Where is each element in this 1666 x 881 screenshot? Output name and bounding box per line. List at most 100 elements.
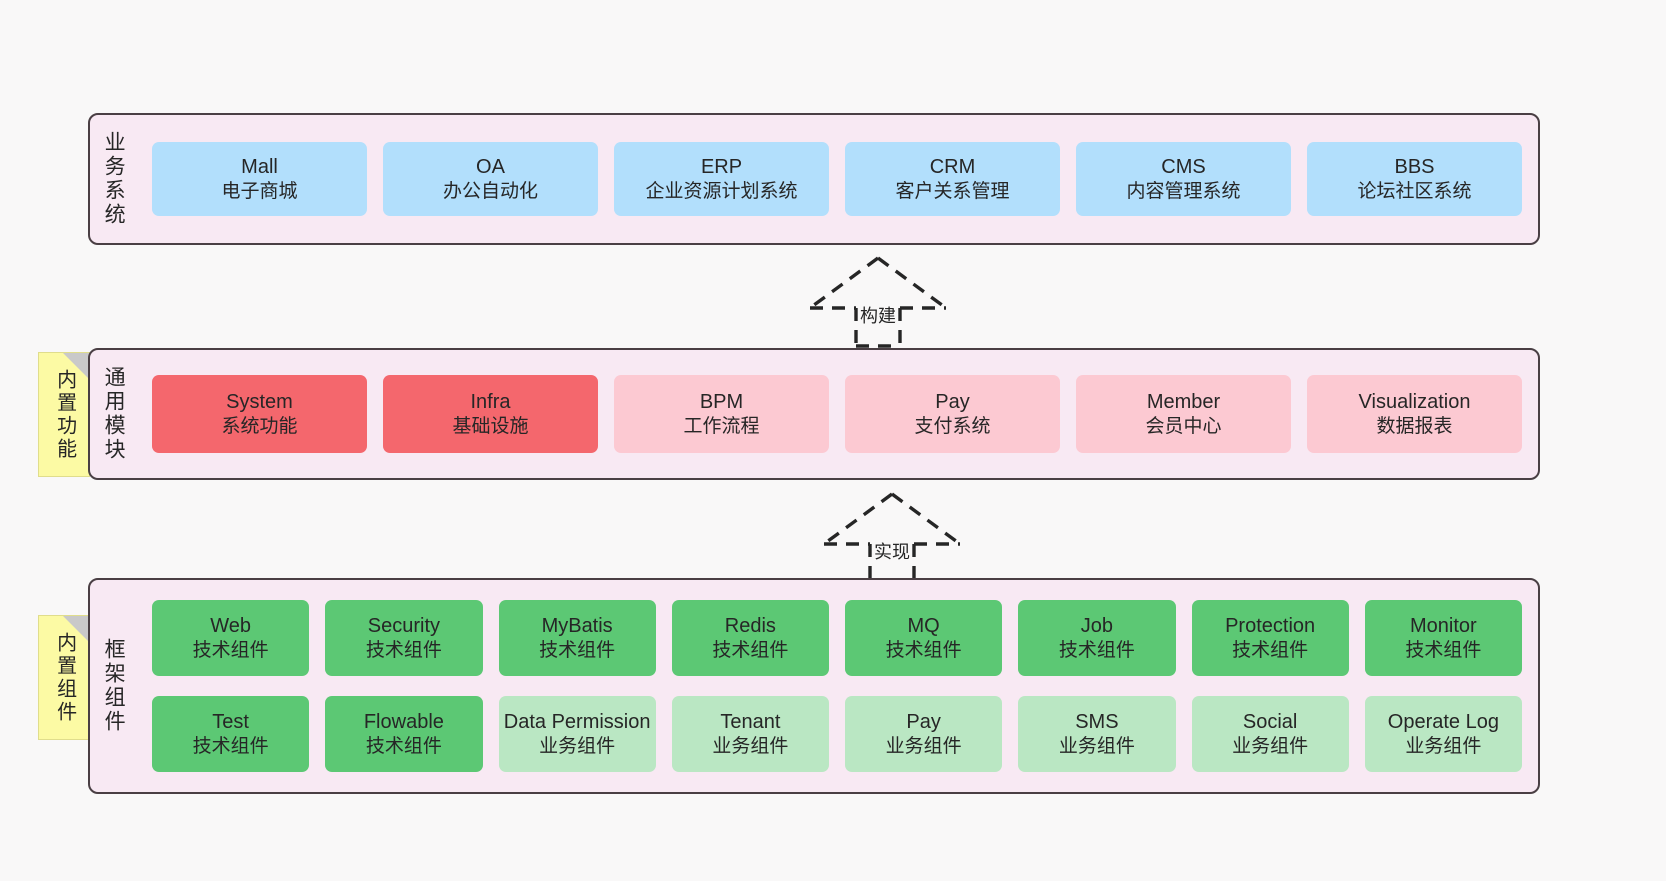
component-box-redis[interactable]: Redis 技术组件 xyxy=(671,600,829,676)
sticky-note-label: 内置功能 xyxy=(53,368,76,461)
component-desc: 技术组件 xyxy=(365,735,442,757)
module-box-visualization[interactable]: Visualization 数据报表 xyxy=(1307,375,1522,453)
component-name: Redis xyxy=(724,615,776,638)
component-name: Web xyxy=(210,615,251,638)
layer-framework-body: Web 技术组件 Security 技术组件 MyBatis 技术组件 Redi… xyxy=(136,580,1538,792)
module-box-bbs[interactable]: BBS 论坛社区系统 xyxy=(1307,142,1522,216)
business-box-row: Mall 电子商城 OA 办公自动化 ERP 企业资源计划系统 CRM 客户关系… xyxy=(152,142,1522,216)
framework-tech-row: Web 技术组件 Security 技术组件 MyBatis 技术组件 Redi… xyxy=(152,600,1522,676)
module-box-oa[interactable]: OA 办公自动化 xyxy=(383,142,598,216)
module-box-erp[interactable]: ERP 企业资源计划系统 xyxy=(614,142,829,216)
module-desc: 电子商城 xyxy=(221,180,298,202)
layer-business-body: Mall 电子商城 OA 办公自动化 ERP 企业资源计划系统 CRM 客户关系… xyxy=(136,115,1538,243)
component-desc: 技术组件 xyxy=(1232,639,1309,661)
module-desc: 内容管理系统 xyxy=(1126,180,1241,202)
sticky-note-builtin-features: 内置功能 xyxy=(38,352,90,477)
module-desc: 客户关系管理 xyxy=(895,180,1010,202)
connector-implement-arrow: 实现 xyxy=(802,488,982,584)
component-box-social[interactable]: Social 业务组件 xyxy=(1191,696,1349,772)
module-name: Infra xyxy=(470,391,511,414)
module-desc: 企业资源计划系统 xyxy=(645,180,798,202)
component-desc: 技术组件 xyxy=(192,639,269,661)
component-name: Monitor xyxy=(1410,615,1477,638)
module-box-system[interactable]: System 系统功能 xyxy=(152,375,367,453)
module-name: BPM xyxy=(699,391,744,414)
component-name: Social xyxy=(1242,711,1298,734)
layer-modules-body: System 系统功能 Infra 基础设施 BPM 工作流程 Pay 支付系统… xyxy=(136,350,1538,478)
sticky-note-label: 内置组件 xyxy=(53,631,76,724)
layer-common-modules: 通用模块 System 系统功能 Infra 基础设施 BPM 工作流程 Pay… xyxy=(88,348,1540,480)
component-box-flowable[interactable]: Flowable 技术组件 xyxy=(325,696,483,772)
generalization-arrow-icon xyxy=(822,492,962,584)
component-box-web[interactable]: Web 技术组件 xyxy=(152,600,310,676)
component-desc: 业务组件 xyxy=(1058,735,1135,757)
component-name: Data Permission xyxy=(503,711,651,734)
component-desc: 技术组件 xyxy=(712,639,789,661)
component-desc: 业务组件 xyxy=(539,735,616,757)
component-box-pay[interactable]: Pay 业务组件 xyxy=(845,696,1003,772)
component-desc: 技术组件 xyxy=(365,639,442,661)
module-box-infra[interactable]: Infra 基础设施 xyxy=(383,375,598,453)
component-name: Test xyxy=(212,711,249,734)
component-box-sms[interactable]: SMS 业务组件 xyxy=(1018,696,1176,772)
component-desc: 业务组件 xyxy=(885,735,962,757)
component-desc: 技术组件 xyxy=(1405,639,1482,661)
module-desc: 基础设施 xyxy=(452,415,529,437)
component-box-protection[interactable]: Protection 技术组件 xyxy=(1191,600,1349,676)
module-box-crm[interactable]: CRM 客户关系管理 xyxy=(845,142,1060,216)
module-name: Member xyxy=(1146,391,1221,414)
module-desc: 系统功能 xyxy=(221,415,298,437)
component-box-tenant[interactable]: Tenant 业务组件 xyxy=(671,696,829,772)
layer-framework-components: 框架组件 Web 技术组件 Security 技术组件 MyBatis 技术组件… xyxy=(88,578,1540,794)
component-desc: 技术组件 xyxy=(539,639,616,661)
module-desc: 论坛社区系统 xyxy=(1357,180,1472,202)
module-name: Mall xyxy=(241,156,278,179)
component-name: Operate Log xyxy=(1387,711,1499,734)
modules-box-row: System 系统功能 Infra 基础设施 BPM 工作流程 Pay 支付系统… xyxy=(152,375,1522,453)
module-box-cms[interactable]: CMS 内容管理系统 xyxy=(1076,142,1291,216)
module-box-member[interactable]: Member 会员中心 xyxy=(1076,375,1291,453)
generalization-arrow-icon xyxy=(808,256,948,348)
component-box-test[interactable]: Test 技术组件 xyxy=(152,696,310,772)
module-name: Pay xyxy=(935,391,970,414)
component-name: MyBatis xyxy=(541,615,613,638)
component-desc: 业务组件 xyxy=(1405,735,1482,757)
component-name: Protection xyxy=(1225,615,1316,638)
module-name: BBS xyxy=(1394,156,1435,179)
component-box-security[interactable]: Security 技术组件 xyxy=(325,600,483,676)
component-desc: 业务组件 xyxy=(712,735,789,757)
component-box-operate-log[interactable]: Operate Log 业务组件 xyxy=(1364,696,1522,772)
module-desc: 办公自动化 xyxy=(442,180,538,202)
component-name: Job xyxy=(1080,615,1113,638)
layer-modules-title: 通用模块 xyxy=(102,366,126,462)
module-desc: 工作流程 xyxy=(683,415,760,437)
component-desc: 业务组件 xyxy=(1232,735,1309,757)
component-desc: 技术组件 xyxy=(192,735,269,757)
component-desc: 技术组件 xyxy=(1058,639,1135,661)
module-name: ERP xyxy=(700,156,743,179)
module-desc: 数据报表 xyxy=(1376,415,1453,437)
component-box-job[interactable]: Job 技术组件 xyxy=(1018,600,1176,676)
framework-biz-row: Test 技术组件 Flowable 技术组件 Data Permission … xyxy=(152,696,1522,772)
layer-framework-title: 框架组件 xyxy=(102,638,126,734)
module-box-bpm[interactable]: BPM 工作流程 xyxy=(614,375,829,453)
layer-business-systems: 业务系统 Mall 电子商城 OA 办公自动化 ERP 企业资源计划系统 CRM… xyxy=(88,113,1540,245)
module-box-pay[interactable]: Pay 支付系统 xyxy=(845,375,1060,453)
module-box-mall[interactable]: Mall 电子商城 xyxy=(152,142,367,216)
component-box-monitor[interactable]: Monitor 技术组件 xyxy=(1364,600,1522,676)
module-name: CRM xyxy=(929,156,976,179)
component-name: SMS xyxy=(1075,711,1119,734)
connector-build-arrow: 构建 xyxy=(788,252,968,348)
component-name: Pay xyxy=(906,711,941,734)
component-box-mq[interactable]: MQ 技术组件 xyxy=(845,600,1003,676)
component-name: MQ xyxy=(907,615,940,638)
component-name: Tenant xyxy=(720,711,781,734)
component-box-mybatis[interactable]: MyBatis 技术组件 xyxy=(498,600,656,676)
layer-business-title: 业务系统 xyxy=(102,131,126,227)
component-name: Security xyxy=(367,615,440,638)
module-name: OA xyxy=(476,156,505,179)
module-desc: 会员中心 xyxy=(1145,415,1222,437)
module-name: CMS xyxy=(1161,156,1206,179)
component-box-data-permission[interactable]: Data Permission 业务组件 xyxy=(498,696,656,772)
